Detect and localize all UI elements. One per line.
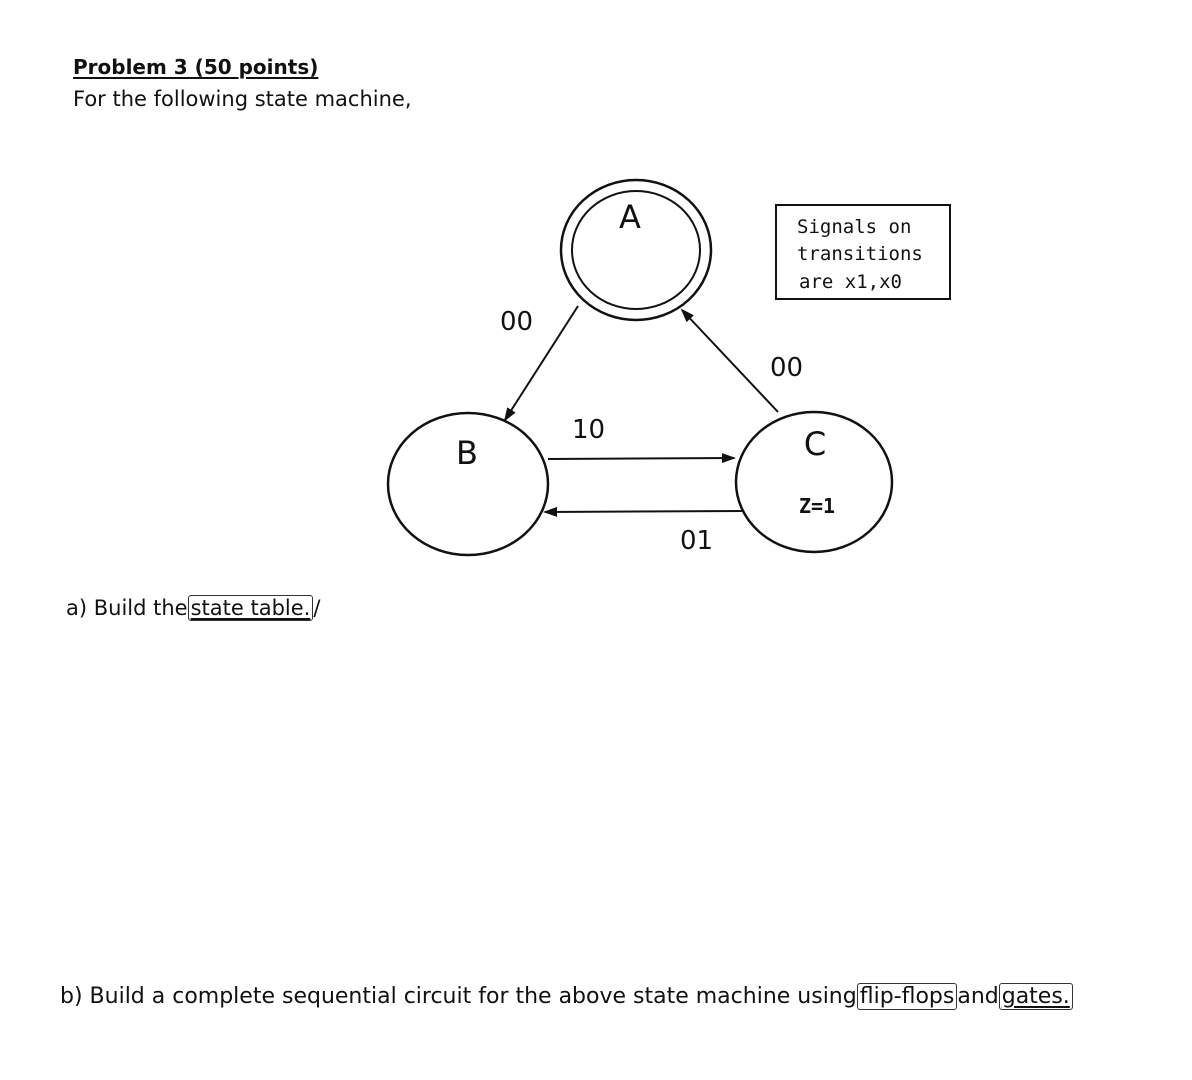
state-a-outer-circle xyxy=(559,178,713,322)
transition-c-to-a-label: 00 xyxy=(770,353,803,383)
state-b-label: B xyxy=(456,434,478,472)
signals-note: Signals on transitions are x1,x0 xyxy=(775,204,951,300)
problem-title: Problem 3 (50 points) xyxy=(73,55,319,79)
transition-b-to-c-label: 10 xyxy=(572,415,605,445)
question-b-prefix: b) Build a complete sequential circuit f… xyxy=(60,984,857,1009)
state-c-label: C xyxy=(804,425,826,463)
problem-intro: For the following state machine, xyxy=(73,87,412,111)
question-b: b) Build a complete sequential circuit f… xyxy=(60,983,1073,1010)
signals-note-box xyxy=(775,204,951,300)
question-a-highlight: state table. xyxy=(187,595,314,621)
signals-note-line1: Signals on xyxy=(797,216,911,238)
state-b: B xyxy=(386,411,550,557)
state-a-label: A xyxy=(619,198,641,236)
state-a-inner-circle xyxy=(571,190,701,310)
state-c: C Z=1 xyxy=(734,410,894,554)
question-b-highlight-gates: gates. xyxy=(998,983,1073,1010)
transition-a-to-b xyxy=(503,305,579,422)
signals-note-line3: are x1,x0 xyxy=(799,271,902,293)
state-c-circle xyxy=(734,410,894,554)
transition-c-to-b-label: 01 xyxy=(680,526,713,556)
question-a-prefix: a) Build the xyxy=(66,596,188,620)
transition-a-to-b-label: 00 xyxy=(500,307,533,337)
state-a: A xyxy=(559,178,713,322)
question-b-mid: and xyxy=(957,984,999,1009)
question-b-highlight-flipflops: flip-flops xyxy=(856,983,958,1010)
transition-c-to-a xyxy=(680,308,779,413)
transition-b-to-c xyxy=(547,453,736,464)
transition-c-to-b xyxy=(543,506,745,517)
question-a-mark: / xyxy=(313,596,321,620)
state-c-output: Z=1 xyxy=(799,494,835,518)
signals-note-line2: transitions xyxy=(797,243,923,265)
state-b-circle xyxy=(386,411,550,557)
